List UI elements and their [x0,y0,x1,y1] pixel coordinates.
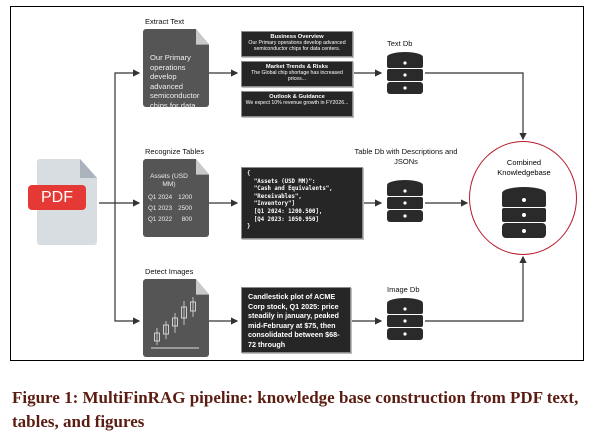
stage-label-extract-text: Extract Text [145,17,185,26]
pdf-file-icon: PDF [28,159,97,245]
database-icon-combined [502,187,546,238]
table-json-box: { "Assets (USD MM)": "Cash and Equivalen… [241,167,363,239]
db-label-text: Text Db [387,39,413,48]
text-chunk-outlook-guidance: Outlook & Guidance We expect 10% revenue… [241,91,353,117]
database-icon-image [387,298,423,340]
figure-caption: Figure 1: MultiFinRAG pipeline: knowledg… [12,388,579,431]
db-label-table: Table Db with Descriptions and JSONs [354,147,458,166]
text-document-icon: Our Primary operations develop advanced … [143,29,209,107]
table-document-header: Assets (USD MM) [150,173,188,189]
db-label-image: Image Db [387,285,420,294]
combined-knowledgebase-label: Combined Knowledgebase [497,158,551,177]
stage-label-recognize-tables: Recognize Tables [145,147,205,156]
pdf-badge: PDF [28,185,86,210]
database-icon-text [387,52,423,94]
text-document-content: Our Primary operations develop advanced … [150,53,200,120]
candlestick-icon [151,297,199,349]
image-description-box: Candlestick plot of ACME Corp stock, Q1 … [241,287,351,353]
stage-label-detect-images: Detect Images [145,267,194,276]
text-chunk-business-overview: Business Overview Our Primary operations… [241,31,353,57]
flow-arrows [99,69,527,325]
pipeline-diagram: PDF Extract Text Recognize Tables Detect… [10,6,584,361]
combined-knowledgebase: Combined Knowledgebase [469,141,577,255]
image-document-icon [143,279,209,357]
text-chunk-market-trends: Market Trends & Risks The Global chip sh… [241,61,353,87]
database-icon-table [387,180,423,222]
